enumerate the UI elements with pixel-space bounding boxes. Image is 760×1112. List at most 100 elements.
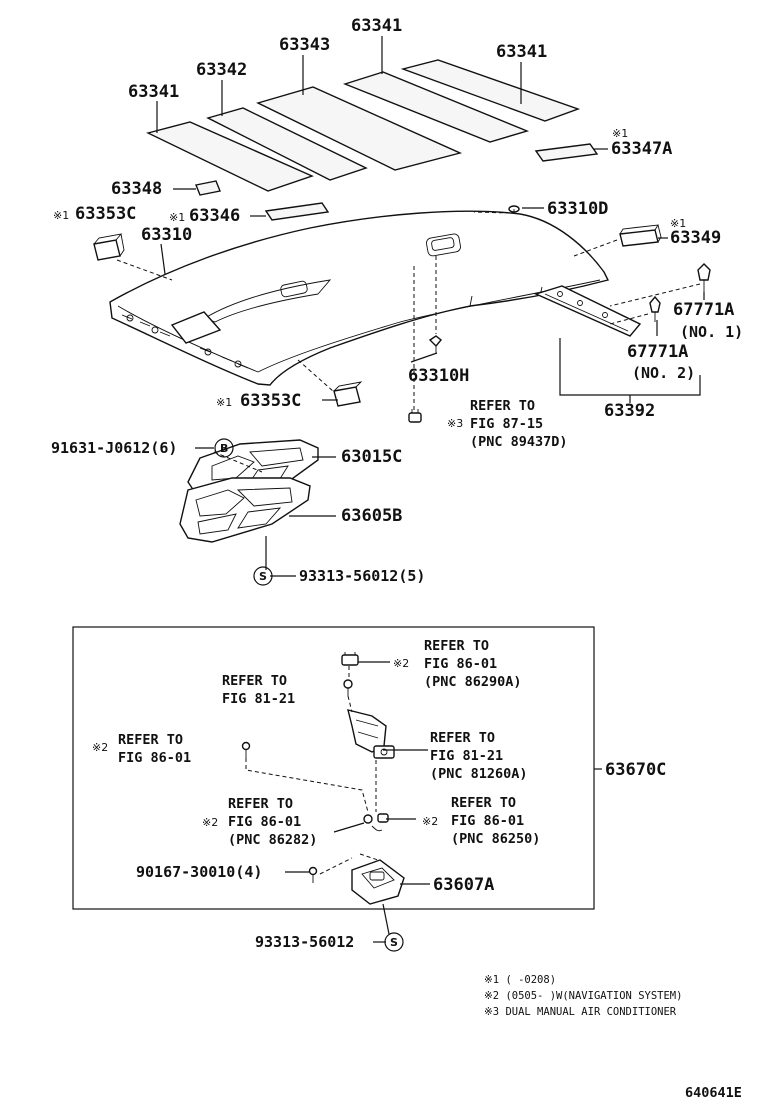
ref5-line3: (PNC 86282) <box>228 832 317 848</box>
ref5-marker: ※2 <box>202 816 218 829</box>
inset-box-63670C <box>72 626 595 910</box>
label-63310D: 63310D <box>547 199 608 219</box>
label-63605B: 63605B <box>341 506 402 526</box>
ref6-line1: REFER TO <box>451 795 516 811</box>
label-63353C-bottom: 63353C <box>240 391 301 411</box>
circle-s-symbol-bottom <box>384 932 404 952</box>
bulb-86290A <box>341 652 359 666</box>
dashed-lines <box>116 211 701 875</box>
footnote-1: ※1 ( -0208) <box>484 974 556 986</box>
ref6-line2: FIG 86-01 <box>451 813 524 829</box>
diagram-code: 640641E <box>685 1085 742 1101</box>
ref4-line3: (PNC 81260A) <box>430 766 528 782</box>
visor-clip-area <box>170 311 222 344</box>
marker-fig87: ※3 <box>447 417 463 430</box>
label-63310: 63310 <box>141 225 192 245</box>
ref6-line3: (PNC 86250) <box>451 831 540 847</box>
ref-fig87-line1: REFER TO <box>470 398 535 414</box>
ref4-line1: REFER TO <box>430 730 495 746</box>
label-91631: 91631-J0612(6) <box>51 439 177 457</box>
clip-63310D <box>508 205 520 214</box>
circle-b-letter: B <box>220 442 228 455</box>
footnote-3: ※3 DUAL MANUAL AIR CONDITIONER <box>484 1006 677 1018</box>
screw-86-01-left <box>241 741 251 758</box>
circle-b-symbol <box>214 438 234 458</box>
ref1-line2: FIG 86-01 <box>424 656 497 672</box>
footnotes: ※1 ( -0208) ※2 (0505- )W(NAVIGATION SYST… <box>484 974 682 1018</box>
label-63347A: 63347A <box>611 139 672 159</box>
label-93313-5: 93313-56012(5) <box>299 567 425 585</box>
pad-63341-center <box>342 71 530 143</box>
circle-s-letter-bottom: S <box>390 936 398 949</box>
label-63349: 63349 <box>670 228 721 248</box>
clip-63310H <box>428 335 442 354</box>
circle-s-letter-top: S <box>259 570 267 583</box>
connector-fig87 <box>408 409 422 423</box>
pad-63341-left <box>145 121 314 192</box>
pad-63346 <box>264 202 330 221</box>
inset-parts <box>241 652 405 905</box>
side-rail-63392 <box>534 285 642 337</box>
label-63353C-top: 63353C <box>75 204 136 224</box>
screw-fig81-21 <box>343 679 353 696</box>
inset-references: REFER TO ※2 FIG 86-01 (PNC 86290A) REFER… <box>92 638 540 848</box>
connector-86282 <box>363 814 383 832</box>
ref-fig87-line2: FIG 87-15 <box>470 416 543 432</box>
ref5-line1: REFER TO <box>228 796 293 812</box>
footnote-2: ※2 (0505- )W(NAVIGATION SYSTEM) <box>484 990 682 1002</box>
screw-90167 <box>308 866 318 883</box>
label-93313: 93313-56012 <box>255 933 354 951</box>
roof-pads <box>93 59 662 407</box>
label-63670C: 63670C <box>605 760 666 780</box>
marker-63353C-bottom: ※1 <box>216 396 232 409</box>
label-63342: 63342 <box>196 60 247 80</box>
pad-63348 <box>195 180 221 196</box>
label-63346: 63346 <box>189 206 240 226</box>
label-63015C: 63015C <box>341 447 402 467</box>
bracket-81260A <box>347 709 395 759</box>
marker-63353C-top: ※1 <box>53 209 69 222</box>
leader-lines <box>156 36 705 943</box>
marker-63347A: ※1 <box>612 127 628 140</box>
label-63392: 63392 <box>604 401 655 421</box>
label-no1: (NO. 1) <box>680 323 743 341</box>
label-63607A: 63607A <box>433 875 494 895</box>
circle-s-symbol-top <box>253 566 273 586</box>
headliner-63310 <box>109 210 610 386</box>
marker-63349: ※1 <box>670 217 686 230</box>
ref3-line2: FIG 86-01 <box>118 750 191 766</box>
label-67771A-no2: 67771A <box>627 342 688 362</box>
ref2-line2: FIG 81-21 <box>222 691 295 707</box>
clip-67771A-no2 <box>649 295 661 322</box>
frame-63605B <box>179 477 311 543</box>
lamp-63607A <box>351 859 405 905</box>
label-63310H: 63310H <box>408 366 469 386</box>
label-90167: 90167-30010(4) <box>136 863 262 881</box>
marker-63346: ※1 <box>169 211 185 224</box>
label-67771A-no1: 67771A <box>673 300 734 320</box>
ref1-line3: (PNC 86290A) <box>424 674 522 690</box>
pad-63343 <box>256 86 463 171</box>
label-no2: (NO. 2) <box>632 364 695 382</box>
ref-fig87-line3: (PNC 89437D) <box>470 434 568 450</box>
pad-63347A <box>534 143 599 162</box>
pad-63342 <box>206 107 368 181</box>
block-63353C-top <box>93 233 125 261</box>
label-63341-right: 63341 <box>496 42 547 62</box>
connector-86250 <box>377 813 389 823</box>
label-63341-left: 63341 <box>128 82 179 102</box>
ref6-marker: ※2 <box>422 815 438 828</box>
ref4-line2: FIG 81-21 <box>430 748 503 764</box>
clip-67771A-no1 <box>697 263 711 292</box>
ref3-line1: REFER TO <box>118 732 183 748</box>
label-63343: 63343 <box>279 35 330 55</box>
block-63353C-bottom <box>333 381 363 407</box>
ref2-line1: REFER TO <box>222 673 287 689</box>
label-63341-top: 63341 <box>351 16 402 36</box>
pad-63341-right <box>400 59 581 122</box>
ref3-marker: ※2 <box>92 741 108 754</box>
ref1-marker: ※2 <box>393 657 409 670</box>
block-63349 <box>619 224 662 247</box>
ref5-line2: FIG 86-01 <box>228 814 301 830</box>
